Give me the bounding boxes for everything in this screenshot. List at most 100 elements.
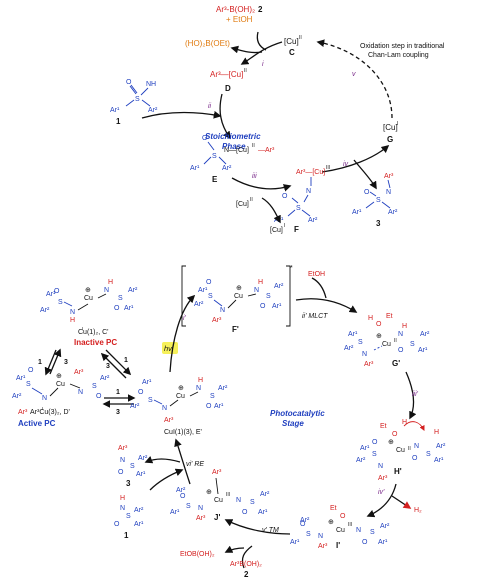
step-v: v bbox=[352, 71, 356, 78]
svg-text:II: II bbox=[408, 446, 411, 452]
svg-text:O: O bbox=[114, 521, 120, 528]
svg-text:S: S bbox=[372, 451, 377, 458]
step-i-prime: i' bbox=[183, 315, 187, 322]
svg-text:1: 1 bbox=[124, 357, 128, 364]
svg-text:Ar²: Ar² bbox=[344, 345, 354, 352]
label-c: C bbox=[289, 48, 295, 57]
svg-text:Ar¹: Ar¹ bbox=[190, 165, 200, 172]
svg-text:O: O bbox=[118, 469, 124, 476]
step-v-prime-tm: v' TM bbox=[262, 527, 279, 534]
svg-text:Et: Et bbox=[330, 505, 337, 512]
svg-text:Cu: Cu bbox=[84, 295, 93, 302]
svg-text:O: O bbox=[202, 135, 208, 142]
svg-text:O: O bbox=[398, 347, 404, 354]
svg-text:O: O bbox=[114, 305, 120, 312]
svg-text:S: S bbox=[376, 197, 381, 204]
svg-text:II: II bbox=[244, 68, 247, 74]
svg-text:Ar¹: Ar¹ bbox=[214, 403, 224, 410]
arrow-boronic-in bbox=[241, 545, 253, 569]
cu-i-out: [Cu] bbox=[270, 227, 283, 234]
svg-text:O: O bbox=[300, 521, 306, 528]
svg-text:II: II bbox=[252, 143, 255, 149]
svg-text:3: 3 bbox=[126, 479, 131, 488]
arrow-sulfinamide-in-bottom bbox=[149, 468, 184, 491]
svg-text:S: S bbox=[210, 393, 215, 400]
svg-text:S: S bbox=[426, 451, 431, 458]
svg-text:S: S bbox=[410, 341, 415, 348]
svg-text:I: I bbox=[397, 121, 398, 127]
complex-g-prime: H O Et Ar¹ Ar² S N Ar³ Cu ⊕ II N H S O A… bbox=[344, 313, 430, 368]
svg-text:N: N bbox=[318, 533, 323, 540]
svg-text:N: N bbox=[254, 287, 259, 294]
svg-text:S: S bbox=[135, 96, 140, 103]
svg-text:Ar²: Ar² bbox=[218, 385, 228, 392]
svg-text:O: O bbox=[340, 513, 346, 520]
svg-text:Ar²: Ar² bbox=[148, 107, 158, 114]
svg-text:G': G' bbox=[392, 359, 400, 368]
svg-text:Ar³: Ar³ bbox=[18, 409, 28, 416]
svg-text:O: O bbox=[126, 79, 132, 86]
svg-text:N: N bbox=[362, 351, 367, 358]
complex-h-prime: Et O H H Ar¹ Ar² S O N Ar³ Cu ⊕ II N S O… bbox=[356, 419, 446, 482]
svg-text:Ar¹: Ar¹ bbox=[272, 303, 282, 310]
step-ii: ii bbox=[208, 103, 212, 110]
step-iv-prime: iv' bbox=[378, 489, 385, 496]
oxidation-note-line2: Chan-Lam coupling bbox=[368, 52, 429, 59]
svg-text:N: N bbox=[356, 527, 361, 534]
svg-text:Cu(1)₂, C': Cu(1)₂, C' bbox=[78, 329, 109, 336]
svg-text:N: N bbox=[42, 395, 47, 402]
svg-text:I': I' bbox=[336, 541, 340, 550]
svg-text:N: N bbox=[120, 457, 125, 464]
svg-text:S: S bbox=[130, 463, 135, 470]
svg-text:3: 3 bbox=[116, 409, 120, 416]
svg-text:H: H bbox=[402, 323, 407, 330]
product-3-top: Ar³ N O S Ar¹ Ar² 3 bbox=[352, 173, 398, 228]
svg-text:Ar³: Ar³ bbox=[74, 369, 84, 376]
svg-text:Ar¹: Ar¹ bbox=[110, 107, 120, 114]
step-iv: iv bbox=[343, 161, 349, 168]
svg-text:Ar²: Ar² bbox=[300, 517, 310, 524]
svg-text:Ar¹: Ar¹ bbox=[124, 305, 134, 312]
svg-text:Et: Et bbox=[386, 313, 393, 320]
step-vi-prime-re: vi' RE bbox=[186, 461, 204, 468]
svg-text:S: S bbox=[92, 383, 97, 390]
svg-text:1: 1 bbox=[116, 117, 121, 126]
step-i: i bbox=[262, 61, 264, 68]
svg-text:Ar¹: Ar¹ bbox=[290, 539, 300, 546]
svg-text:Ar²: Ar² bbox=[308, 217, 318, 224]
svg-text:H: H bbox=[120, 495, 125, 502]
svg-text:⊕: ⊕ bbox=[206, 489, 212, 496]
svg-text:Ar²: Ar² bbox=[436, 443, 446, 450]
arrow-g-to-c-dashed bbox=[316, 39, 393, 119]
svg-text:NH: NH bbox=[146, 81, 156, 88]
svg-text:Ar³: Ar³ bbox=[196, 515, 206, 522]
svg-text:Ar²: Ar² bbox=[134, 507, 144, 514]
svg-text:*: * bbox=[290, 265, 293, 272]
svg-text:III: III bbox=[326, 165, 330, 171]
svg-text:O: O bbox=[180, 493, 186, 500]
svg-text:N: N bbox=[306, 188, 311, 195]
svg-text:Ar³: Ar³ bbox=[212, 469, 222, 476]
svg-text:⊕: ⊕ bbox=[376, 333, 382, 340]
svg-text:1: 1 bbox=[116, 389, 120, 396]
svg-text:I: I bbox=[284, 223, 285, 229]
boronic-reagent-bottom: Ar³B(OH)₂ bbox=[230, 561, 262, 568]
sulfinamide-1-bottom: H N S Ar² O Ar¹ 1 bbox=[114, 495, 144, 540]
svg-text:S: S bbox=[118, 295, 123, 302]
svg-text:Ar²: Ar² bbox=[194, 301, 204, 308]
svg-text:Ar²: Ar² bbox=[130, 403, 140, 410]
svg-text:O: O bbox=[364, 189, 370, 196]
svg-text:N: N bbox=[378, 463, 383, 470]
svg-text:S: S bbox=[266, 293, 271, 300]
svg-text:O: O bbox=[28, 367, 34, 374]
label-active-pc: Active PC bbox=[18, 419, 56, 428]
complex-e-prime: O S Ar² Ar¹ N Ar³ Cu ⊕ N H S O Ar² Ar¹ C… bbox=[130, 377, 228, 436]
svg-text:1: 1 bbox=[38, 359, 42, 366]
photocatalytic-stage-line2: Stage bbox=[282, 419, 304, 428]
svg-text:N: N bbox=[70, 309, 75, 316]
svg-text:Ar¹: Ar¹ bbox=[46, 291, 56, 298]
label-d: D bbox=[225, 84, 231, 93]
svg-text:H: H bbox=[198, 377, 203, 384]
svg-text:S: S bbox=[26, 381, 31, 388]
svg-text:S: S bbox=[186, 503, 191, 510]
